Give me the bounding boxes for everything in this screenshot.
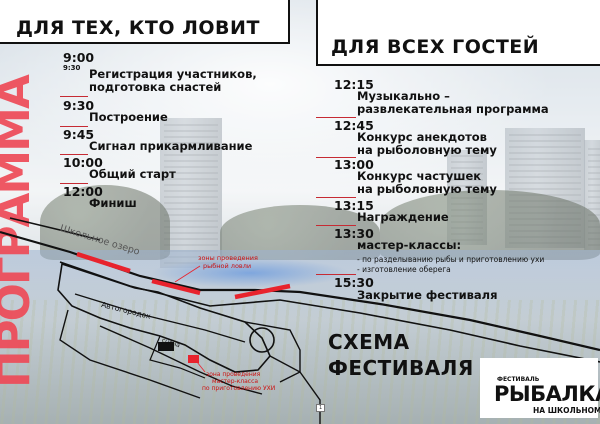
left-item-2-line-0: Сигнал прикармливание [89, 139, 253, 153]
header-left-box [0, 0, 290, 44]
left-time-0-end: 9:30 [63, 64, 81, 72]
scheme-title-line-0: СХЕМА [328, 330, 410, 354]
map-block-outline [57, 262, 271, 373]
left-time-2: 9:45 [63, 127, 95, 142]
tree-line-right [380, 190, 600, 260]
right-divider-2 [316, 197, 356, 198]
right-divider-0 [316, 117, 356, 118]
masterclass-zone-label-0: зона проведения [206, 371, 261, 378]
right-item-2-line-0: Конкурс частушек [357, 169, 482, 183]
logo-top-text: ФЕСТИВАЛЬ [497, 376, 540, 383]
right-item-1-line-0: Конкурс анекдотов [357, 130, 487, 144]
right-time-3: 13:15 [334, 198, 374, 213]
masterclass-zone-label-1: мастер-класса [212, 378, 259, 385]
map-roundabout [249, 327, 275, 353]
left-time-0: 9:00 [63, 50, 95, 65]
masterclass-zone-label-2: по приготовлению УХИ [202, 385, 276, 392]
right-time-1: 12:45 [334, 118, 374, 133]
left-item-3-line-0: Общий старт [89, 167, 176, 181]
fishing-zone-pointer [174, 265, 201, 283]
right-item-4-line-0: мастер-классы: [357, 238, 462, 252]
left-item-0-line-1: подготовка снастей [89, 80, 222, 94]
map-inner-road-6 [269, 355, 321, 424]
map-inner-road-3 [59, 309, 201, 399]
left-item-1-line-0: Построение [89, 110, 168, 124]
left-divider-1 [60, 126, 88, 127]
right-item-1-line-1: на рыболовную тему [357, 143, 497, 157]
map-road-diagonal [9, 217, 101, 241]
left-time-3: 10:00 [63, 155, 103, 170]
fishing-zone-bar-2 [151, 278, 201, 296]
fishing-zone-bar-3 [234, 283, 291, 300]
right-item-2-line-1: на рыболовную тему [357, 182, 497, 196]
left-divider-2 [60, 154, 88, 155]
right-divider-1 [316, 157, 356, 158]
right-item-0-line-0: Музыкально – [357, 89, 450, 103]
logo-main-text: РЫБАЛКА [494, 382, 600, 406]
right-time-5: 15:30 [334, 275, 374, 290]
header-right-box [316, 0, 600, 66]
festival-logo [480, 358, 598, 418]
masterclass-zone-marker [188, 355, 199, 363]
lake-reflection [150, 258, 350, 288]
map-inner-road-5 [244, 321, 301, 383]
left-time-4: 12:00 [63, 184, 103, 199]
left-divider-3 [60, 183, 88, 184]
right-item-5-line-0: Закрытие фестиваля [357, 288, 498, 302]
building-tower-left [160, 118, 222, 268]
right-time-0: 12:15 [334, 77, 374, 92]
tree-line-left [40, 185, 170, 260]
masterclass-zone-pointer [196, 361, 206, 373]
right-item-3-line-0: Награждение [357, 210, 449, 224]
right-item-4-bullet-0: - по разделыванию рыбы и приготовлению у… [357, 255, 545, 264]
right-time-4: 13:30 [334, 226, 374, 241]
map-inner-road-1 [74, 293, 246, 343]
logo-bottom-text: НА ШКОЛЬНОМ [533, 406, 600, 415]
right-divider-4 [316, 274, 356, 275]
fishing-zone-label-0: зоны проведения [198, 254, 258, 262]
header-left-title: ДЛЯ ТЕХ, КТО ЛОВИТ [16, 17, 260, 39]
map-stage-block [158, 342, 174, 351]
left-divider-0 [60, 96, 88, 97]
left-item-0-line-0: Регистрация участников, [89, 67, 257, 81]
map-inner-road-4 [149, 335, 206, 379]
right-time-2: 13:00 [334, 157, 374, 172]
road-sign: 1 [316, 404, 326, 412]
fishing-zone-bar-1 [76, 251, 131, 274]
header-right-title: ДЛЯ ВСЕХ ГОСТЕЙ [331, 36, 540, 58]
fishing-zone-label-1: рыбной ловли [203, 262, 252, 270]
scheme-title-line-1: ФЕСТИВАЛЯ [328, 356, 474, 380]
map-road-main [0, 230, 600, 352]
right-item-0-line-1: развлекательная программа [357, 102, 549, 116]
right-divider-3 [316, 225, 356, 226]
map-inner-road-2 [99, 325, 263, 395]
right-item-4-bullet-1: - изготовление оберега [357, 265, 451, 274]
left-time-1: 9:30 [63, 98, 95, 113]
left-item-4-line-0: Финиш [89, 196, 137, 210]
